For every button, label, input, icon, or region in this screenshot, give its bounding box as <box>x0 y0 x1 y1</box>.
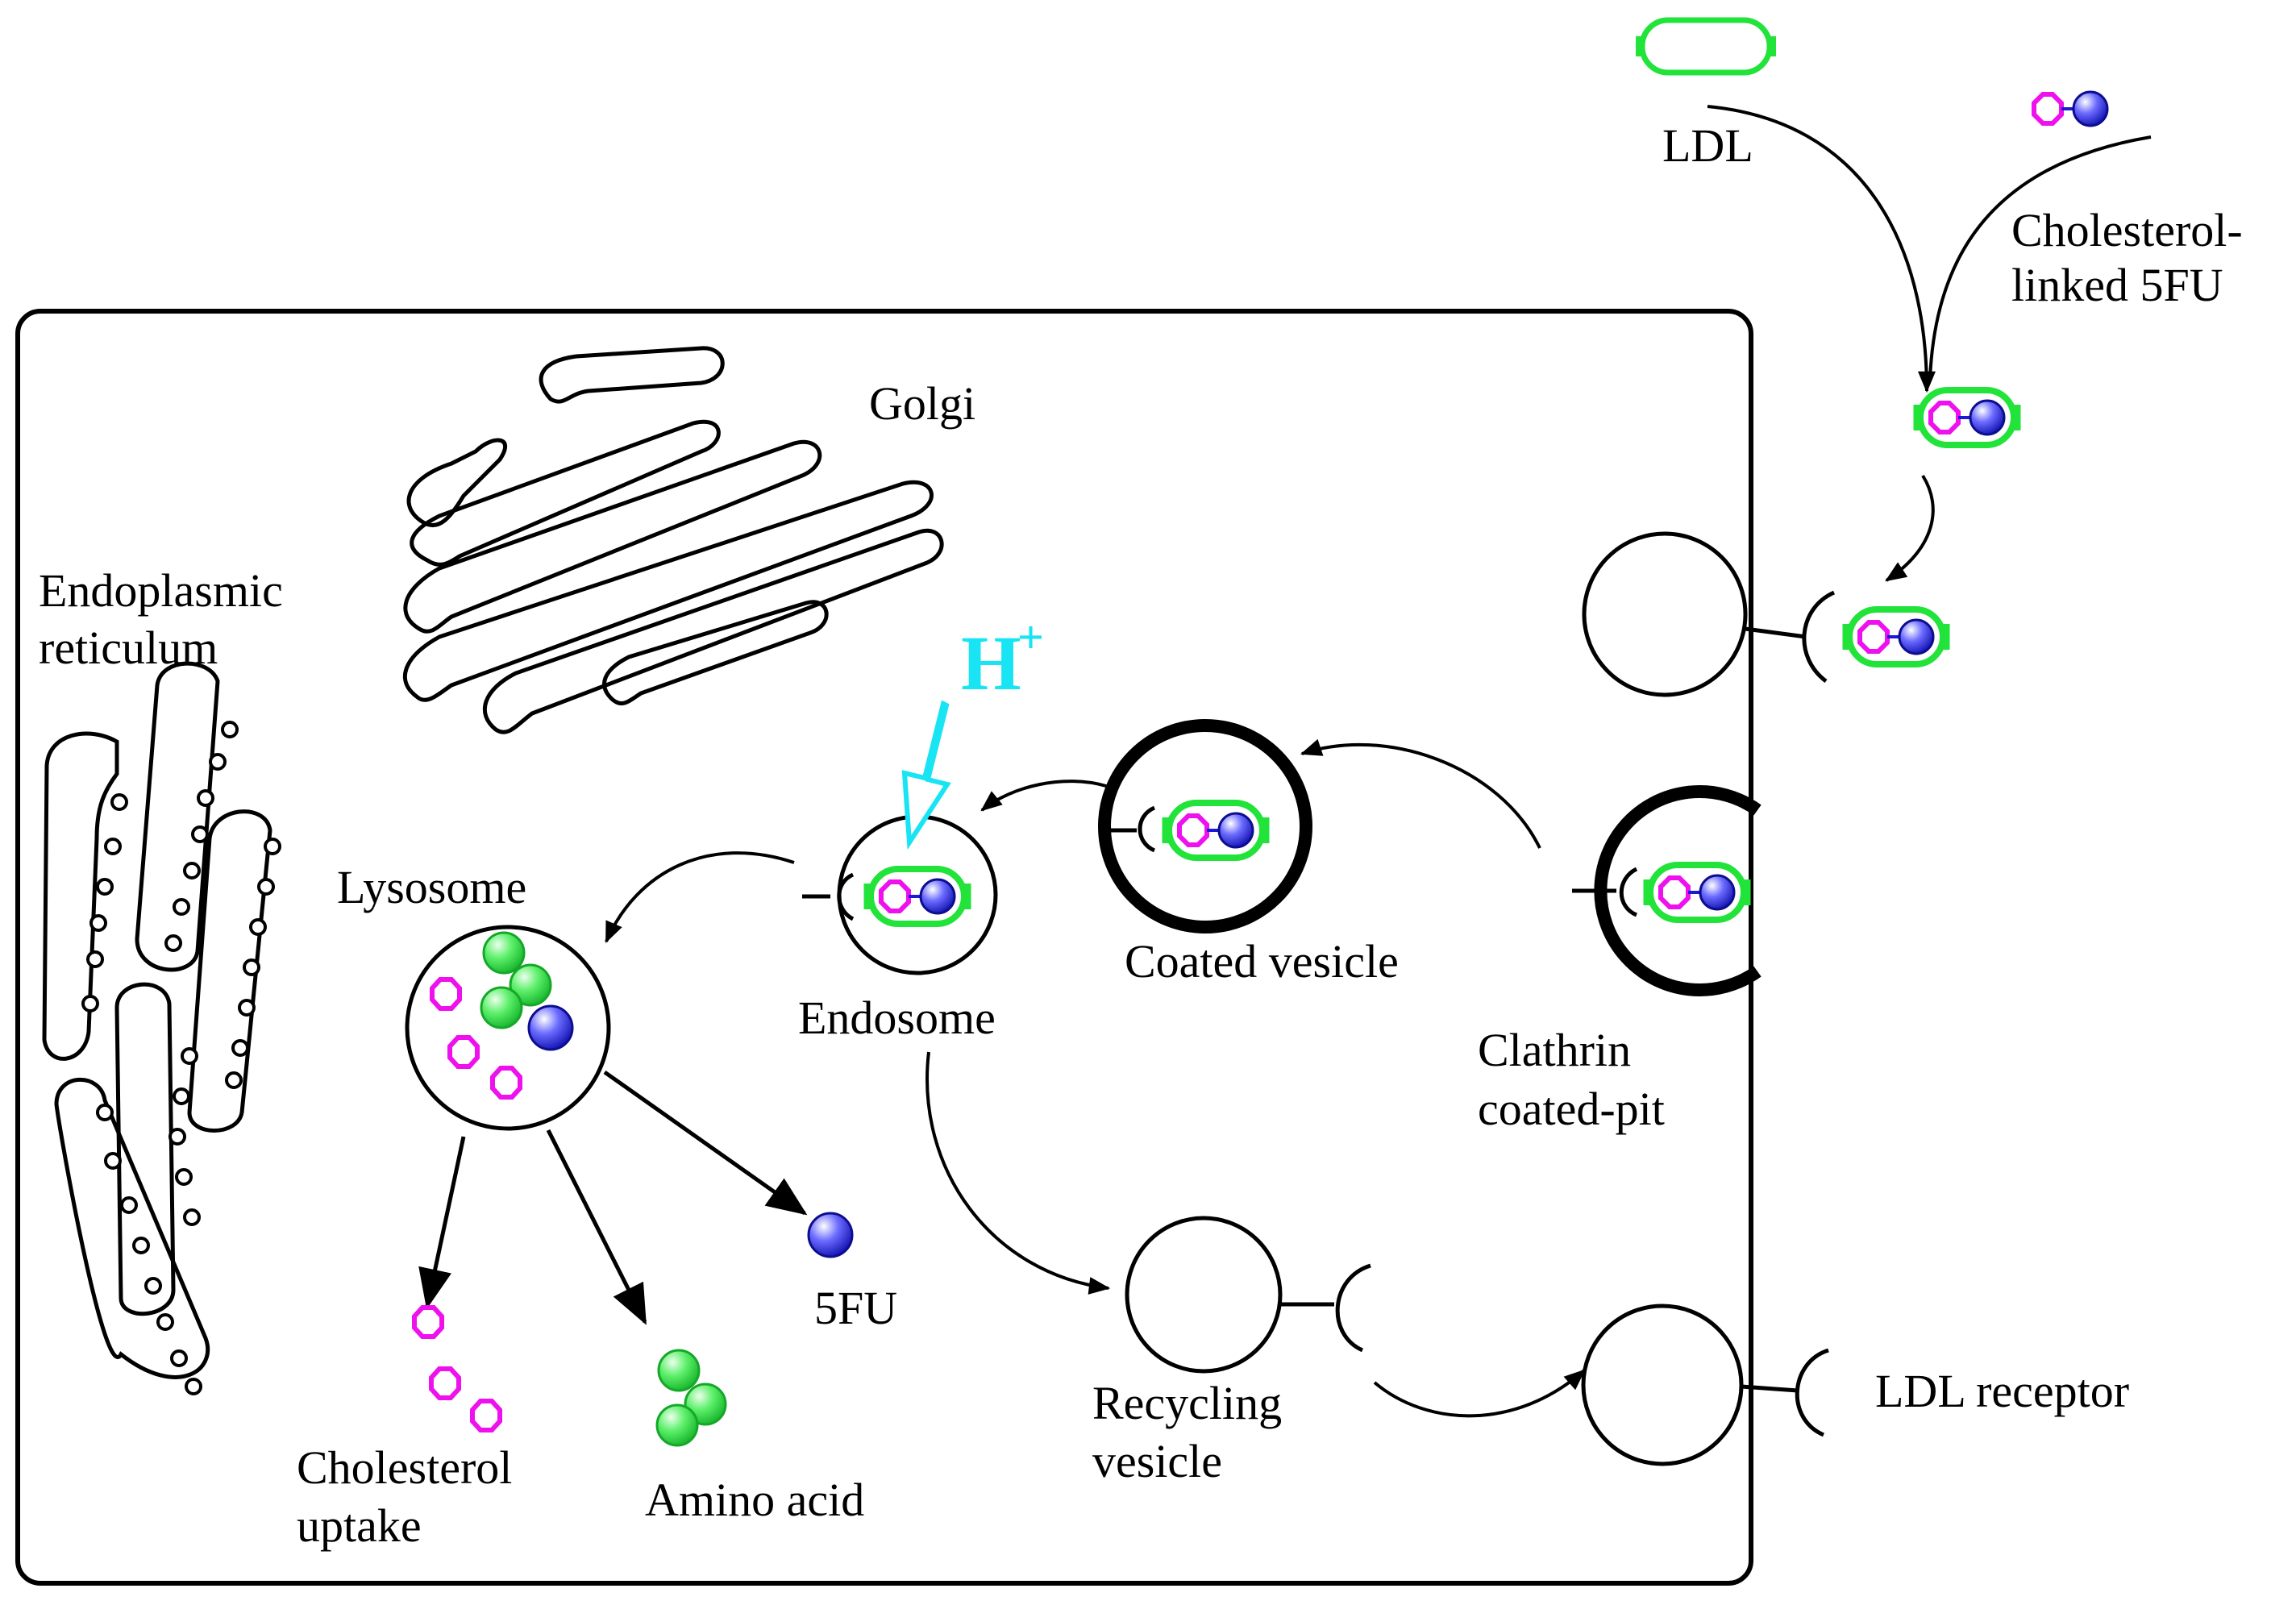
ribosome-icon <box>86 950 104 968</box>
ribosome-icon <box>96 1104 114 1121</box>
cholesterol-uptake-line2: uptake <box>297 1499 422 1552</box>
recycling-receptor-icon <box>1335 1263 1371 1353</box>
endosome-ldl-complex-icon <box>867 869 967 924</box>
ribosome-icon <box>89 914 107 932</box>
ribosome-icon <box>173 898 190 916</box>
ribosome-icon <box>132 1237 150 1254</box>
ribosome-icon <box>183 1208 201 1226</box>
ribosome-icon <box>221 721 239 738</box>
ribosome-icon <box>120 1196 138 1214</box>
cholesterol-release-arrow <box>418 1136 466 1310</box>
cholesterol-linked-5fu-icon <box>2034 92 2107 126</box>
er-label-line2: reticulum <box>39 622 218 674</box>
ribosome-icon <box>181 1047 198 1065</box>
fiveFU-release-arrow <box>603 1070 808 1216</box>
endosome-label: Endosome <box>798 992 996 1044</box>
membrane-receptor-vesicle <box>1581 1304 1744 1466</box>
cholesterol-uptake-line1: Cholesterol <box>297 1441 512 1494</box>
five-fu-sphere-icon <box>807 1212 854 1258</box>
endoplasmic-reticulum <box>42 661 281 1395</box>
amino-acid-sphere-icon <box>657 1349 701 1392</box>
endosome-to-lysosome-arrow <box>605 851 795 944</box>
pit-ldl-complex-icon <box>1647 865 1747 920</box>
ribosome-icon <box>144 1277 162 1295</box>
lysosome-5fu-icon <box>527 1004 574 1051</box>
ribosome-icon <box>209 753 227 771</box>
ribosome-icon <box>175 1168 193 1186</box>
ldl-receptor-icon <box>1802 590 1836 683</box>
ribosome-icon <box>249 918 267 936</box>
ribosome-icon <box>183 862 201 879</box>
ribosome-icon <box>225 1071 243 1089</box>
lysosome-label: Lysosome <box>337 861 526 913</box>
clathrin-label-line1: Clathrin <box>1478 1024 1631 1076</box>
recycling-label-line2: vesicle <box>1092 1435 1222 1487</box>
bound-ldl-complex-icon <box>1846 609 1946 664</box>
ribosome-icon <box>191 825 209 843</box>
ribosome-icon <box>170 1349 188 1367</box>
er-label-line1: Endoplasmic <box>39 564 283 617</box>
ribosome-icon <box>243 958 260 976</box>
pit-to-vesicle-arrow <box>1300 738 1541 849</box>
ldl-receptor-label: LDL receptor <box>1875 1365 2129 1417</box>
amino-acid-release-arrow <box>546 1129 647 1325</box>
amino-acid-label: Amino acid <box>645 1474 864 1526</box>
recycling-vesicle <box>1125 1216 1283 1374</box>
ribosome-icon <box>185 1378 202 1395</box>
cholesterol-linked-label-line2: linked 5FU <box>2011 259 2223 311</box>
cell-membrane <box>15 309 1753 1586</box>
vesicle-to-endosome-arrow <box>980 780 1107 812</box>
endosome-to-recycling-arrow <box>925 1051 1111 1295</box>
five-fu-label: 5FU <box>814 1282 897 1334</box>
ribosome-icon <box>104 838 122 855</box>
clathrin-label-line2: coated-pit <box>1478 1083 1665 1135</box>
receptor-approach-arrow <box>1885 474 1935 582</box>
golgi-apparatus <box>402 346 944 734</box>
golgi-label: Golgi <box>869 377 975 430</box>
receptor-vesicle-surface <box>1582 531 1748 697</box>
proton-superscript: + <box>1017 611 1044 663</box>
ribosome-icon <box>164 934 182 952</box>
recycling-to-membrane-arrow <box>1373 1369 1586 1418</box>
ldl-conjugate-complex-icon <box>1917 390 2017 445</box>
ldl-particle-icon <box>1636 17 1776 76</box>
cholesterol-icon <box>414 1308 442 1337</box>
ribosome-icon <box>81 995 99 1012</box>
ribosome-icon <box>238 999 256 1017</box>
ldl-label: LDL <box>1662 119 1753 172</box>
ldl-receptor-stalk <box>1745 626 1807 639</box>
proton-label: H <box>961 620 1021 706</box>
ribosome-icon <box>168 1128 186 1146</box>
ribosome-icon <box>197 789 214 807</box>
ribosome-icon <box>110 793 128 811</box>
ribosome-icon <box>104 1152 122 1170</box>
conjugate-binding-arrow <box>1928 135 2152 380</box>
ribosome-icon <box>257 878 275 896</box>
proton-arrow-icon <box>901 700 951 850</box>
ribosome-icon <box>96 878 114 896</box>
ribosome-icon <box>264 838 281 855</box>
ldl-binding-arrow <box>1707 105 1936 393</box>
vesicle-ldl-complex-icon <box>1166 803 1266 858</box>
recycling-label-line1: Recycling <box>1092 1377 1282 1429</box>
cholesterol-linked-label-line1: Cholesterol- <box>2011 204 2243 256</box>
ribosome-icon <box>173 1087 190 1105</box>
coated-vesicle-label: Coated vesicle <box>1125 935 1399 988</box>
ribosome-icon <box>231 1039 249 1057</box>
ribosome-icon <box>156 1313 174 1331</box>
ldl-receptor-icon <box>1795 1348 1829 1437</box>
